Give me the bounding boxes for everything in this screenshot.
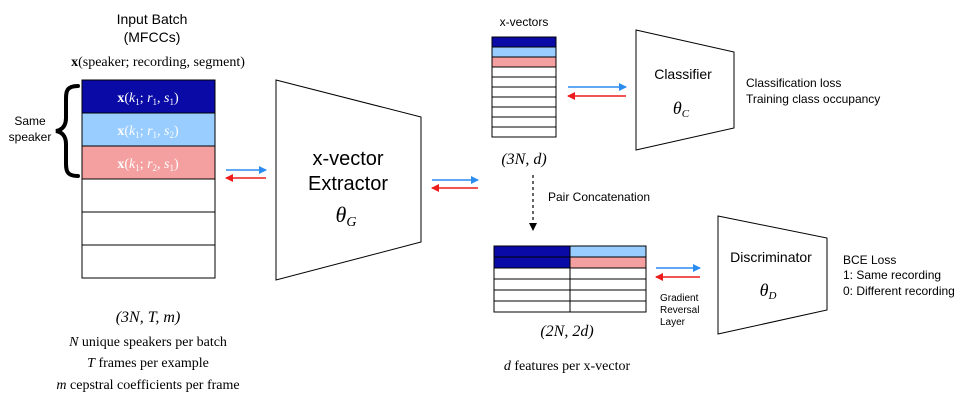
x-definition: x(speaker; recording, segment): [71, 55, 245, 70]
extractor-trapezoid: [275, 79, 422, 281]
same-speaker-label-2: speaker: [9, 130, 52, 144]
xvectors-table: [491, 36, 557, 138]
note-cepstral: m cepstral coefficients per frame: [56, 378, 239, 393]
discriminator-trapezoid: [717, 215, 828, 335]
same-recording: 1: Same recording: [843, 268, 941, 282]
extractor-label-1: x-vector: [312, 148, 383, 170]
d-features-note: d features per x-vector: [504, 359, 631, 374]
input-shape: (3N, T, m): [116, 309, 181, 326]
grl-label-3: Layer: [660, 317, 686, 328]
discriminator-label: Discriminator: [730, 249, 812, 265]
pair-concatenation-label: Pair Concatenation: [548, 190, 650, 204]
grl-label-2: Reversal: [660, 305, 699, 316]
classifier-label: Classifier: [654, 66, 712, 82]
input-batch-title: Input Batch: [117, 11, 188, 27]
extractor-label-2: Extractor: [308, 173, 388, 195]
discriminator-theta: θD: [760, 280, 777, 302]
note-frames: T frames per example: [87, 356, 209, 371]
extractor-theta: θG: [336, 202, 357, 230]
xvectors-title: x-vectors: [500, 15, 549, 29]
xvectors-shape: (3N, d): [501, 151, 546, 168]
note-speakers: N unique speakers per batch: [68, 335, 227, 350]
training-class-occupancy: Training class occupancy: [746, 92, 880, 106]
row-label-2: x(k1; r1, s2): [117, 124, 179, 140]
same-speaker-brace: [55, 84, 80, 178]
classification-loss: Classification loss: [746, 76, 841, 90]
same-speaker-label-1: Same: [14, 114, 46, 128]
classifier-trapezoid: [635, 29, 735, 151]
grl-label-1: Gradient: [660, 293, 699, 304]
input-batch-subtitle: (MFCCs): [124, 29, 181, 45]
bce-loss: BCE Loss: [843, 253, 896, 267]
classifier-theta: θC: [673, 98, 690, 120]
pair-table: [493, 245, 647, 313]
different-recording: 0: Different recording: [843, 284, 955, 298]
pair-shape: (2N, 2d): [540, 323, 593, 340]
input-batch-table: [81, 79, 216, 279]
row-label-1: x(k1; r1, s1): [117, 91, 179, 107]
row-label-3: x(k1; r2, s1): [117, 157, 179, 173]
